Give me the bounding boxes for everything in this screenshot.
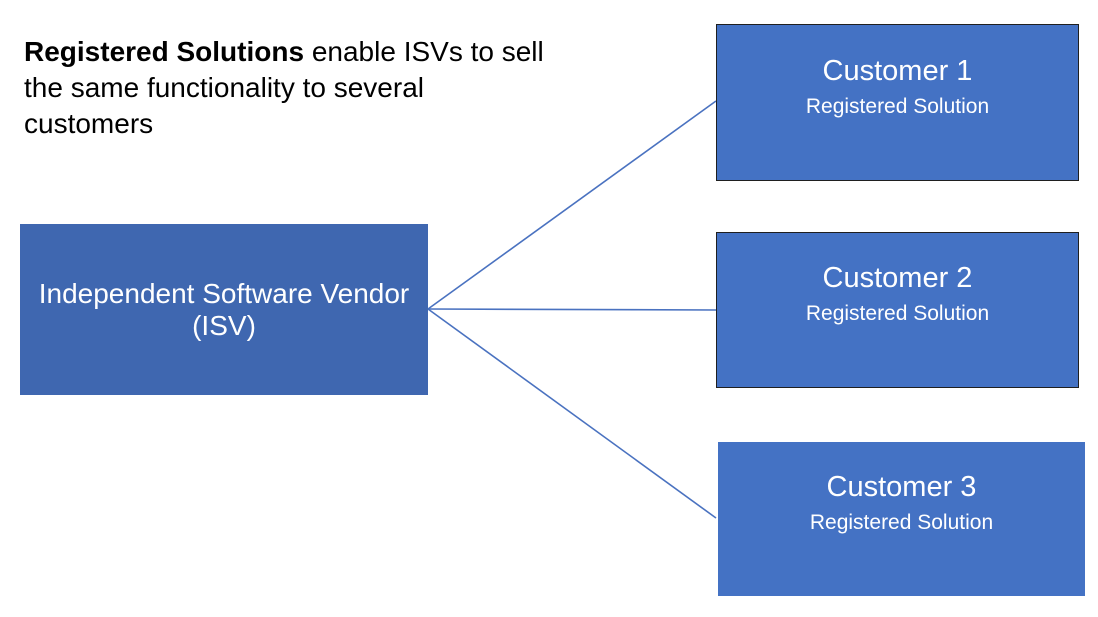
customer-subtitle: Registered Solution: [809, 511, 994, 534]
isv-label: Independent Software Vendor (ISV): [38, 277, 410, 341]
heading-rest-text: enable ISVs to sell the same functionali…: [24, 36, 544, 139]
connector-isv-customer-2: [427, 308, 717, 311]
customer-name: Customer 3: [826, 471, 977, 503]
connector-isv-customer-3: [427, 308, 717, 519]
heading-bold-text: Registered Solutions: [24, 36, 305, 67]
diagram-heading: Registered Solutions enable ISVs to sell…: [24, 34, 544, 142]
connector-isv-customer-1: [427, 100, 717, 310]
customer-box-1: Customer 1 Registered Solution: [716, 24, 1079, 181]
isv-box: Independent Software Vendor (ISV): [20, 224, 428, 395]
customer-name: Customer 2: [822, 262, 973, 294]
customer-subtitle: Registered Solution: [805, 302, 990, 325]
customer-box-3: Customer 3 Registered Solution: [718, 442, 1085, 596]
customer-box-2: Customer 2 Registered Solution: [716, 232, 1079, 388]
customer-name: Customer 1: [822, 54, 973, 87]
customer-subtitle: Registered Solution: [805, 94, 990, 118]
